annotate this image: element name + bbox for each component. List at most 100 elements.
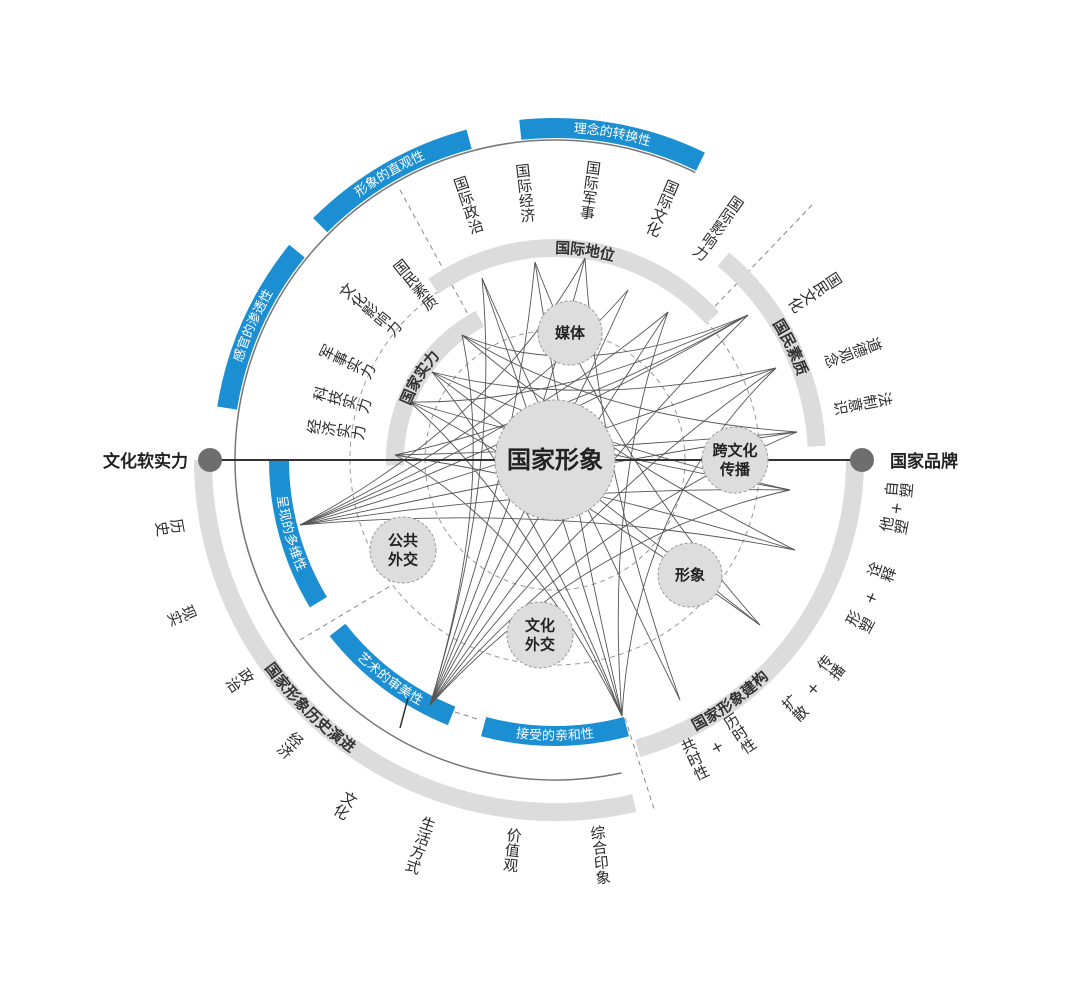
history-label-text: 生活方式 [402,814,439,877]
construction-label-text: 历时性 [719,710,759,758]
connection-curve [461,334,798,433]
citizen-label: 法制意识 [832,389,894,418]
axis-left-dot [198,448,222,472]
node-image: 形象 [657,542,723,608]
international-label: 国际影响力 [688,192,747,265]
blue-arc-aesthetic-text: 艺术的审美性 [354,649,425,708]
construction-label: 形塑 [842,607,877,637]
connection-curve [299,257,586,526]
blue-arc-intuitive-label: 形象的直观性 [352,148,427,200]
citizen-label-text: 法制意识 [832,389,894,418]
history-label-text: 经济 [273,728,307,762]
construction-plus-text: + [803,678,824,700]
node-public-diplomacy-circle [369,516,437,584]
node-cultural-diplomacy-label: 外交 [524,636,555,654]
construction-plus: + [889,498,904,518]
connection-curve [461,314,749,357]
international-label-text: 国际经济 [513,162,538,224]
axis-left-label: 文化软实力 [103,451,188,472]
history-label: 现实 [165,601,200,629]
history-label: 政治 [222,664,257,696]
node-media: 媒体 [537,300,603,366]
citizen-label-text: 道德观念 [822,333,885,370]
construction-label-text: 共时性 [677,735,712,784]
ring-international-status-label: 国际地位 [555,239,617,265]
international-label-text: 国际政治 [450,174,486,237]
international-label-text: 国际军事 [577,159,603,221]
strength-label-text: 军事实力 [316,341,379,383]
construction-label-text: 传播 [813,651,849,684]
strength-label: 科技实力 [311,383,375,417]
history-label-text: 文化 [329,788,360,823]
international-label: 国际文化 [642,177,682,239]
construction-plus-text: + [862,587,881,609]
construction-plus: + [803,678,824,700]
blue-arc-affinity-label: 接受的亲和性 [515,725,595,744]
center-node-label: 国家形象 [507,446,603,474]
node-intercultural-label: 跨文化 [712,442,757,460]
blue-arc-intuitive [313,129,472,233]
blue-arc-affinity [481,716,629,746]
connection-curve [409,401,623,717]
blue-arc-aesthetic-label: 艺术的审美性 [354,649,425,708]
citizen-label: 国民文化 [785,268,845,316]
construction-label-text: 他塑 [877,514,910,537]
dashed-divider [624,717,656,813]
history-label-text: 现实 [165,601,200,629]
international-label: 国际政治 [450,174,486,237]
ring-history-label: 国家形象历史演进 [261,659,359,756]
connection-curve [394,454,623,717]
history-label: 经济 [273,728,307,762]
node-intercultural-circle [701,426,769,494]
history-label: 文化 [329,788,360,823]
construction-label: 自塑 [883,480,914,501]
construction-label-text: 诠释 [864,559,898,586]
node-media-label: 媒体 [555,324,586,342]
strength-label-text: 经济实力 [305,417,368,443]
history-label-text: 综合印象 [588,824,613,886]
node-cultural-diplomacy-circle [506,601,574,669]
international-label: 国际军事 [577,159,603,221]
ring-international-status-text: 国际地位 [555,239,617,265]
blue-arc-aesthetic [329,623,456,726]
connection-curve [621,367,777,717]
construction-label: 扩散 [778,691,812,725]
history-label-text: 政治 [222,664,257,696]
strength-label-text: 科技实力 [311,383,375,417]
construction-plus: + [862,587,881,609]
international-label: 国际经济 [513,162,538,224]
connection-curve [299,311,669,526]
ring-image-construction [635,459,864,758]
strength-label: 军事实力 [316,341,379,383]
construction-plus-text: + [707,737,729,757]
outer-thin-arc-bottom [234,459,622,781]
citizen-label-text: 国民文化 [785,268,845,316]
center-node-circle [494,399,616,521]
history-label: 综合印象 [588,824,613,886]
history-label-text: 价值观 [500,827,523,875]
outer-thin-arc-top [234,139,696,461]
connection-curve [429,334,474,706]
international-label-text: 国际文化 [642,177,682,239]
history-label: 历史 [152,516,186,539]
ring-international-status [428,238,720,325]
axis-right-label: 国家品牌 [890,451,958,472]
construction-label: 共时性 [677,735,712,784]
node-image-label: 形象 [675,566,705,584]
construction-label-text: 自塑 [883,480,914,501]
ring-national-strength [386,310,485,466]
blue-arc-multidimensional [268,459,328,608]
construction-plus: + [707,737,729,757]
ring-history-text: 国家形象历史演进 [261,659,359,756]
node-image-circle [657,542,723,608]
node-public-diplomacy-label: 外交 [387,551,418,569]
axis-right-dot [850,448,874,472]
blue-arc-concept [519,118,705,171]
construction-plus-text: + [889,498,904,518]
tick-mark [399,697,409,729]
dashed-divider [454,711,481,721]
blue-arc-intuitive-text: 形象的直观性 [352,148,427,200]
